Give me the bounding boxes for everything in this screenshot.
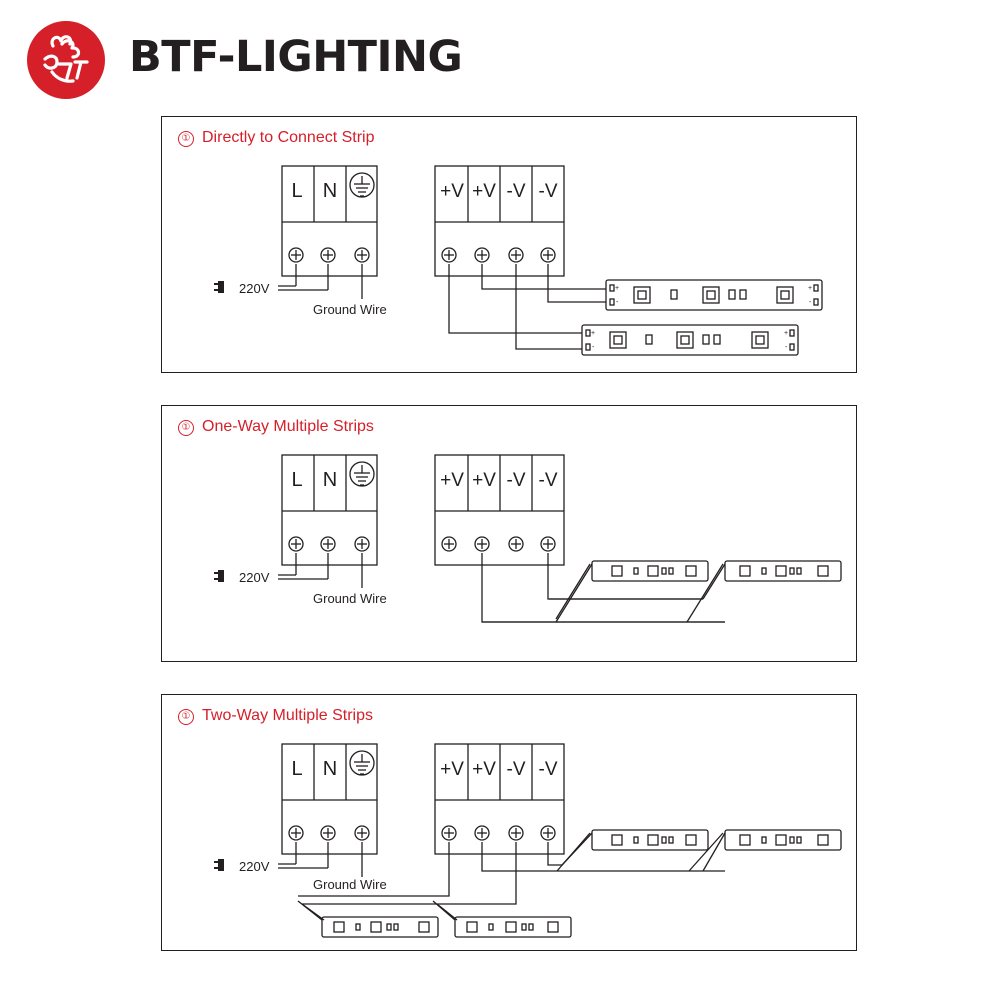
screw-terminal-icon [441,825,457,841]
screw-terminal-icon [320,825,336,841]
screw-terminal-icon [540,536,556,552]
strip-minus-label: - [809,299,812,306]
ground-symbol-icon [349,461,375,487]
terminal-label: +V [472,470,496,491]
strip-minus-label: - [616,299,619,306]
voltage-label: 220V [239,570,270,585]
terminal-label: L [291,469,302,491]
terminal-label: +V [440,470,464,491]
screw-terminal-icon [474,825,490,841]
screw-terminal-icon [320,247,336,263]
ac-terminal-block [281,165,378,277]
screw-terminal-icon [540,247,556,263]
terminal-label: -V [539,470,558,491]
screw-terminal-icon [320,536,336,552]
screw-terminal-icon [540,825,556,841]
terminal-label: +V [472,181,496,202]
wiring-diagram: L N +V +V -V -V 220V Ground Wire + - + -… [214,165,823,356]
voltage-label: 220V [239,859,270,874]
screw-terminal-icon [441,247,457,263]
terminal-label: +V [440,759,464,780]
terminal-label: +V [472,759,496,780]
strip-plus-label: + [808,285,812,292]
ground-wire-label: Ground Wire [313,877,387,892]
terminal-label: -V [539,181,558,202]
terminal-label: L [291,180,302,202]
led-strip [581,324,799,356]
screw-terminal-icon [508,825,524,841]
wiring-diagram: L N +V +V -V -V 220V Ground Wire [214,454,842,623]
screw-terminal-icon [354,825,370,841]
ground-wire-label: Ground Wire [313,591,387,606]
screw-terminal-icon [508,536,524,552]
btf-flower-logo-icon [27,21,105,99]
brand-header: BTF-LIGHTING [26,20,463,102]
ground-symbol-icon [349,172,375,198]
plug-icon [214,281,224,293]
ground-wire-label: Ground Wire [313,302,387,317]
strip-plus-label: + [591,330,595,337]
screw-terminal-icon [508,247,524,263]
plug-icon [214,570,224,582]
terminal-label: -V [507,181,526,202]
terminal-label: -V [539,759,558,780]
dc-terminal-block [434,165,565,277]
voltage-label: 220V [239,281,270,296]
brand-name: BTF-LIGHTING [129,32,463,82]
ground-symbol-icon [349,750,375,776]
screw-terminal-icon [354,247,370,263]
strip-plus-label: + [784,330,788,337]
terminal-label: -V [507,470,526,491]
plug-icon [214,859,224,871]
led-strip [605,279,823,311]
screw-terminal-icon [288,825,304,841]
screw-terminal-icon [474,536,490,552]
screw-terminal-icon [474,247,490,263]
terminal-label: N [323,469,337,491]
terminal-label: L [291,758,302,780]
strip-plus-label: + [615,285,619,292]
wiring-diagram: L N +V +V -V -V 220V Ground Wire [214,743,842,938]
strip-minus-label: - [592,344,595,351]
terminal-label: N [323,758,337,780]
terminal-label: -V [507,759,526,780]
terminal-label: N [323,180,337,202]
strip-minus-label: - [785,344,788,351]
screw-terminal-icon [288,536,304,552]
screw-terminal-icon [441,536,457,552]
screw-terminal-icon [288,247,304,263]
terminal-label: +V [440,181,464,202]
screw-terminal-icon [354,536,370,552]
